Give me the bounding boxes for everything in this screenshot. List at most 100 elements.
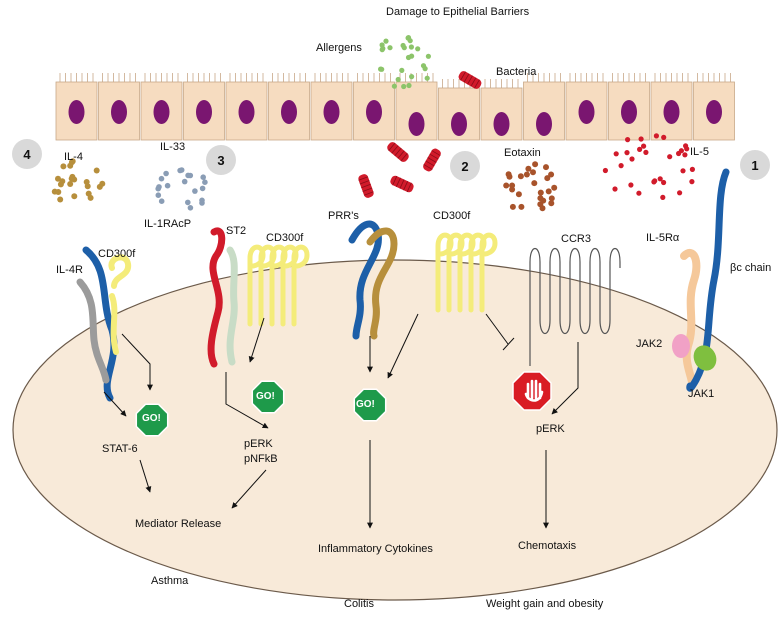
badge-1: 1 <box>740 150 770 180</box>
label-st2: ST2 <box>226 225 247 237</box>
nucleus <box>408 112 425 136</box>
particle <box>509 203 516 210</box>
particle <box>379 66 385 72</box>
particle <box>93 167 100 174</box>
particle <box>406 82 412 89</box>
il5-cluster <box>602 133 696 200</box>
label-il1racp: IL-1RAcP <box>144 218 192 230</box>
particle <box>680 168 686 174</box>
particle <box>637 146 643 152</box>
particle <box>602 167 609 174</box>
particle <box>155 192 162 198</box>
outcome-chemotaxis: Chemotaxis <box>518 540 577 552</box>
particle <box>551 184 558 191</box>
epithelial-cell <box>310 73 353 141</box>
particle <box>653 133 660 139</box>
label-cd300f-2: CD300f <box>266 232 304 244</box>
badge-3: 3 <box>206 145 236 175</box>
label-go-1: GO! <box>142 413 161 424</box>
bacterium <box>387 142 409 162</box>
particle <box>415 46 421 52</box>
allergens-cluster <box>378 35 431 90</box>
particle <box>525 165 532 172</box>
particle <box>503 182 510 189</box>
particle <box>84 183 91 190</box>
cd300f-tooth <box>479 232 498 313</box>
bacterium <box>390 175 414 193</box>
particle <box>643 149 649 155</box>
particle <box>689 166 696 172</box>
label-cd300f-3: CD300f <box>433 210 471 222</box>
st2-receptor <box>207 227 238 368</box>
label-allergens: Allergens <box>316 42 362 54</box>
jak1-blob <box>693 345 717 371</box>
bacterium <box>423 148 441 172</box>
label-il4r: IL-4R <box>56 264 83 276</box>
particle <box>199 185 206 192</box>
particle <box>55 189 62 195</box>
particle <box>667 154 673 160</box>
go-sign-2 <box>251 380 285 414</box>
particle <box>187 205 194 211</box>
particle <box>387 45 393 51</box>
epithelial-cell <box>608 73 650 141</box>
particle <box>163 170 169 177</box>
particle <box>543 164 549 171</box>
particle <box>181 178 188 185</box>
nucleus <box>706 100 722 124</box>
epithelial-cell <box>438 79 480 141</box>
go-sign-1 <box>135 403 169 437</box>
particle <box>99 180 106 187</box>
particle <box>155 185 161 192</box>
particle <box>164 182 171 189</box>
particle <box>192 188 198 194</box>
label-jak1: JAK1 <box>688 388 715 400</box>
cd300f-receptor-2 <box>247 244 310 327</box>
particle <box>660 194 666 200</box>
epithelial-cell <box>523 73 565 141</box>
disease-colitis: Colitis <box>344 598 374 610</box>
nucleus <box>621 100 637 124</box>
nucleus <box>238 100 255 124</box>
epithelial-cell <box>55 73 98 141</box>
particle <box>67 162 74 169</box>
il5-receptor <box>672 168 730 392</box>
epithelial-cell <box>268 73 310 141</box>
particle <box>67 181 74 187</box>
particle <box>689 179 695 185</box>
particle <box>71 193 78 200</box>
particle <box>408 44 414 50</box>
particle <box>409 74 415 80</box>
particle <box>539 205 546 212</box>
outcome-mediator-release: Mediator Release <box>135 518 222 530</box>
nucleus <box>451 112 467 136</box>
particle <box>518 203 525 210</box>
label-perk-2: pERK <box>536 423 565 435</box>
nucleus <box>578 100 595 124</box>
nucleus <box>153 100 170 124</box>
outcome-inflammatory-cytokines: Inflammatory Cytokines <box>318 543 433 555</box>
particle <box>530 169 536 176</box>
il33-cluster <box>155 167 208 211</box>
particle <box>425 53 431 59</box>
cell-body <box>12 259 778 601</box>
particle <box>517 173 524 180</box>
label-eotaxin: Eotaxin <box>504 147 541 159</box>
nucleus <box>281 100 297 124</box>
nucleus <box>196 100 212 124</box>
diagram-title: Damage to Epithelial Barriers <box>386 6 530 18</box>
particle <box>548 171 555 178</box>
particle <box>636 190 642 196</box>
nucleus <box>663 100 680 124</box>
epithelial-cell <box>480 79 523 141</box>
particle <box>628 182 634 188</box>
particle <box>200 174 206 180</box>
epithelial-cell <box>140 73 183 141</box>
particle <box>57 196 64 203</box>
particle <box>531 180 538 187</box>
particle <box>202 179 208 185</box>
particle <box>185 199 191 206</box>
epithelial-cell <box>353 73 395 141</box>
label-go-2: GO! <box>256 391 275 402</box>
particle <box>506 173 513 180</box>
